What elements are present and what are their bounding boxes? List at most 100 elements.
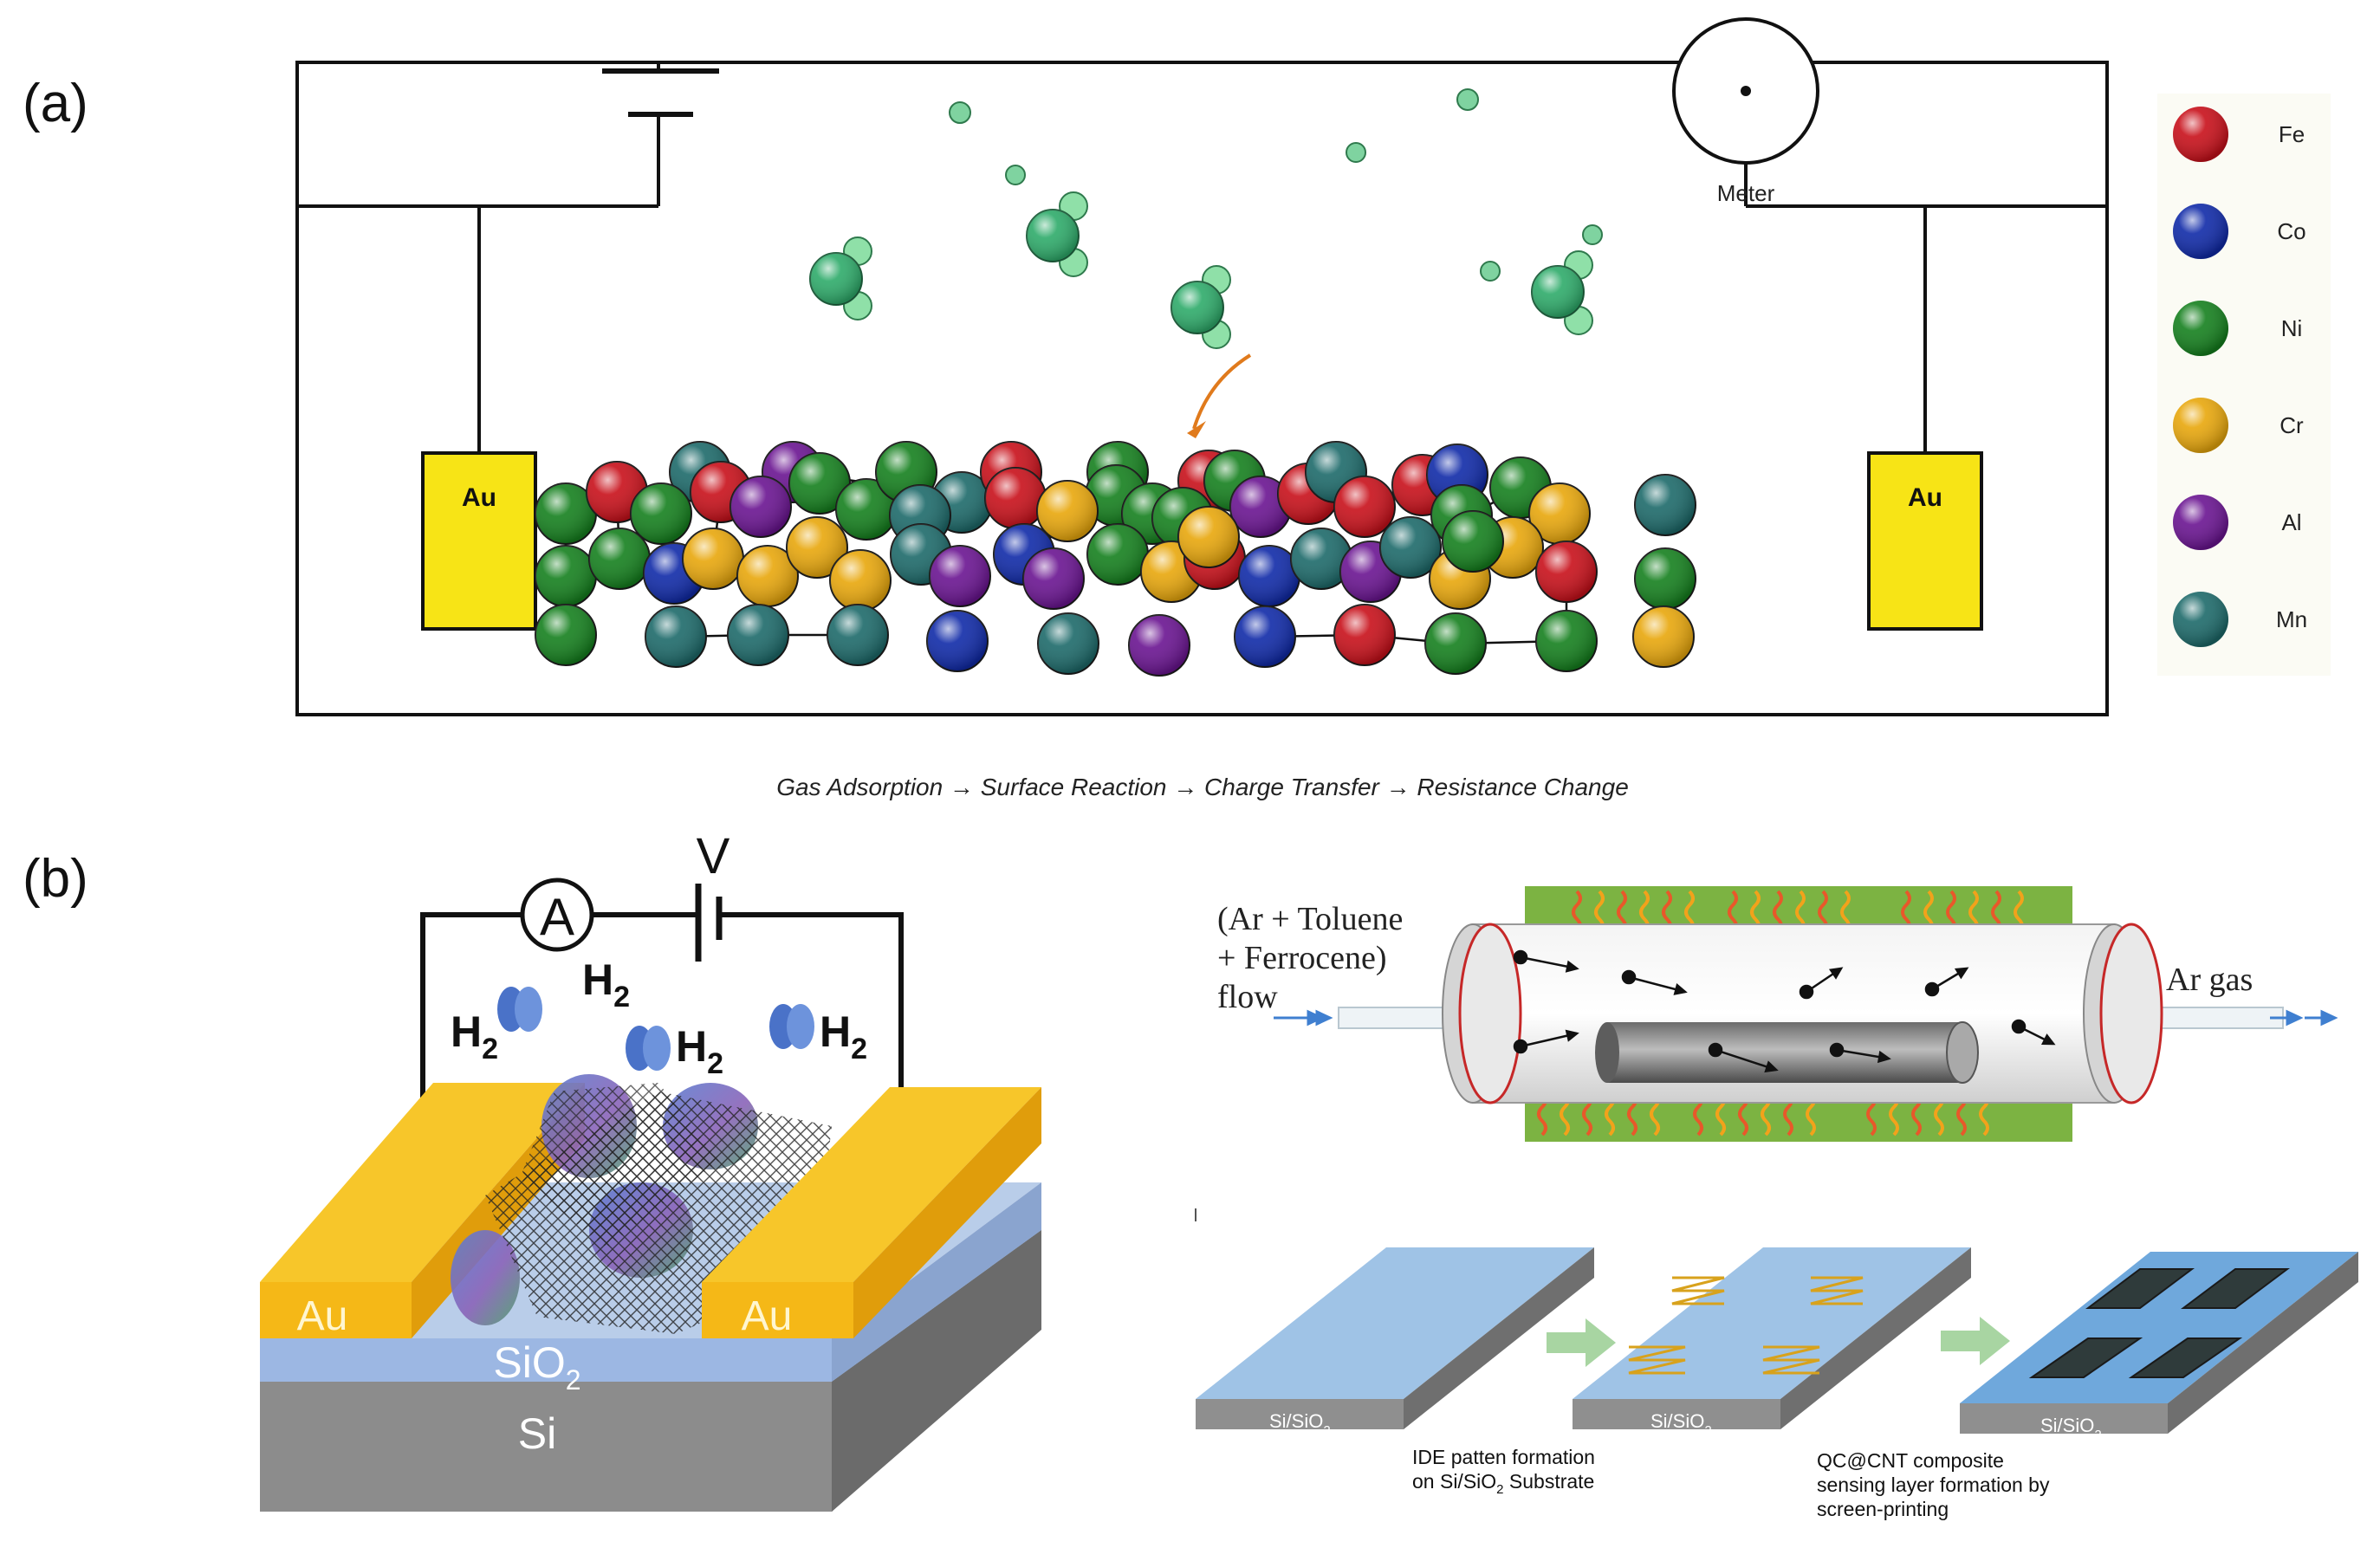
process-arrow-1 <box>1547 1318 1616 1367</box>
particle-arrow <box>1924 967 1969 997</box>
atom-ni <box>1535 610 1598 672</box>
atom-fe <box>1333 604 1396 666</box>
substrate-step-1: Si/SiO2 <box>1196 1247 1594 1438</box>
legend-box <box>2157 94 2331 676</box>
flow-in-arrows <box>1274 1009 1333 1027</box>
atom-ni <box>630 483 692 545</box>
atom-cr <box>682 528 744 590</box>
h2-label-4: H2 <box>820 1007 867 1065</box>
legend-label-ni: Ni <box>2281 315 2303 341</box>
adsorption-arrowhead <box>1187 421 1206 438</box>
atom-fe <box>1333 476 1396 538</box>
h2-label-1: H2 <box>451 1007 498 1065</box>
ammeter-icon: A <box>520 878 594 952</box>
atom-cr <box>736 545 799 607</box>
atom-ni <box>788 452 851 515</box>
h2-molecule-icon <box>626 1026 671 1071</box>
step-1-line-1: IDE patten formation <box>1412 1446 1595 1468</box>
adsorption-arrow <box>1192 353 1252 430</box>
atom-cr <box>1632 606 1695 668</box>
panel-b-label: (b) <box>23 849 88 909</box>
substrate-step-3: Si/SiO2 <box>1960 1252 2358 1442</box>
electrode-left-a-label: Au <box>462 483 496 512</box>
step-1-line-2: on Si/SiO2 Substrate <box>1412 1470 1594 1497</box>
atom-cr <box>1528 483 1591 545</box>
electrode-right-a-label: Au <box>1908 483 1942 512</box>
atom-al <box>730 476 792 538</box>
ide-patterns <box>1628 1276 1864 1375</box>
atom-ni <box>535 483 597 545</box>
legend-label-cr: Cr <box>2279 412 2304 438</box>
particle-arrow <box>2011 1019 2056 1046</box>
si-substrate-block <box>260 1230 1041 1512</box>
atom-al <box>1229 476 1292 538</box>
si-label: Si <box>518 1409 556 1458</box>
cvd-reactor <box>1274 886 2338 1142</box>
h2-molecule-icon <box>769 1004 814 1049</box>
atom-al <box>1128 614 1190 677</box>
flow-out-arrows <box>2270 1009 2338 1027</box>
atom-ni <box>588 528 651 590</box>
atom-mn <box>727 604 789 666</box>
particle-arrow <box>1708 1042 1779 1073</box>
atom-cr <box>1177 506 1240 568</box>
step-2-line-2: sensing layer formation by <box>1817 1474 2050 1496</box>
legend-label-mn: Mn <box>2276 606 2307 632</box>
au-electrode-right-b <box>702 1087 1041 1338</box>
voltage-label: V <box>697 828 730 884</box>
atom-cr <box>786 516 848 579</box>
step-2-line-1: QC@CNT composite <box>1817 1449 2004 1472</box>
step-2-line-3: screen-printing <box>1817 1498 1949 1520</box>
particle-arrow <box>1621 969 1688 995</box>
sensing-layer-pads <box>2028 1268 2290 1378</box>
atom-al <box>1022 547 1085 610</box>
process-arrow-2 <box>1941 1317 2010 1365</box>
device-au-left-label: Au <box>297 1293 348 1339</box>
circuit-wiring <box>295 61 2109 716</box>
particle-arrow <box>1799 967 1844 1000</box>
legend-label-fe: Fe <box>2279 121 2305 147</box>
h2-molecule-icon <box>497 987 542 1032</box>
h2-label-2: H2 <box>582 955 630 1014</box>
particle-arrow <box>1513 949 1579 973</box>
gas-molecule <box>1026 191 1088 277</box>
particle-arrow <box>1513 1029 1579 1054</box>
gas-molecule <box>809 236 872 321</box>
substrate-label-1: Si/SiO2 <box>1269 1410 1331 1438</box>
atom-ni <box>1086 523 1149 586</box>
panel-a-label: (a) <box>23 74 88 133</box>
atom-fe <box>1535 541 1598 603</box>
atom-al <box>929 545 991 607</box>
atom-co <box>1234 606 1296 668</box>
legend-label-al: Al <box>2281 509 2301 535</box>
gas-molecule <box>1171 265 1231 349</box>
atom-ni <box>1424 612 1487 675</box>
atom-co <box>926 610 989 672</box>
meter-label: Meter <box>1717 180 1775 206</box>
ammeter-label: A <box>540 888 574 946</box>
atom-ni <box>535 545 597 607</box>
atom-mn <box>827 604 889 666</box>
gas-molecule <box>1531 250 1593 335</box>
sio2-label: SiO2 <box>493 1338 580 1396</box>
device-au-right-label: Au <box>742 1293 793 1339</box>
atom-fe <box>984 467 1047 529</box>
h2-label-3: H2 <box>676 1022 723 1080</box>
atom-mn <box>1379 516 1442 579</box>
atom-cr <box>829 549 892 612</box>
electrode-left-a: Au <box>421 451 537 631</box>
atom-cr <box>1036 480 1099 542</box>
atom-mn <box>645 606 707 668</box>
flow-out-label: Ar gas <box>2166 962 2253 998</box>
electrode-right-a: Au <box>1867 451 1983 631</box>
alloy-atoms <box>535 441 1696 677</box>
atom-ni <box>535 604 597 666</box>
legend-label-co: Co <box>2277 218 2305 244</box>
atom-mn <box>1037 612 1099 675</box>
substrate-label-2: Si/SiO2 <box>1650 1410 1712 1438</box>
flow-in-line-2: + Ferrocene) <box>1217 940 1387 976</box>
mechanism-caption: Gas Adsorption → Surface Reaction → Char… <box>776 774 1629 800</box>
meter-gauge <box>1672 17 1819 165</box>
particle-arrow <box>1829 1042 1891 1064</box>
